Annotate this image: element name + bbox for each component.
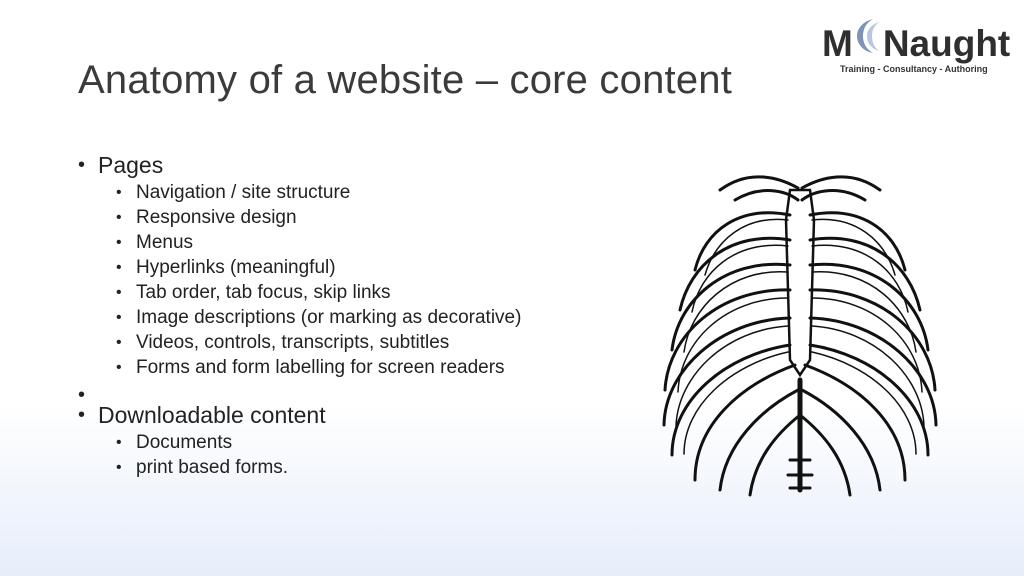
list-item: Image descriptions (or marking as decora… [98,305,636,330]
logo-prefix: M [822,23,853,64]
section-spacer [76,380,636,410]
crescent-moon-icon [853,16,883,56]
section-heading: Pages [98,152,164,178]
sub-list: Documents print based forms. [98,430,636,480]
section-heading: Downloadable content [98,402,326,428]
list-item: print based forms. [98,455,636,480]
section-list: Pages Navigation / site structure Respon… [76,150,636,480]
mcnaught-logo: M Naught Training - Consultancy - Author… [822,14,1012,78]
logo-suffix: Naught [882,23,1011,64]
logo-wordmark: M Naught [822,16,1010,65]
list-item: Navigation / site structure [98,180,636,205]
list-item: Responsive design [98,205,636,230]
logo-tagline: Training - Consultancy - Authoring [840,64,988,74]
sub-list: Navigation / site structure Responsive d… [98,180,636,380]
list-item: Forms and form labelling for screen read… [98,355,636,380]
list-item: Videos, controls, transcripts, subtitles [98,330,636,355]
list-item: Documents [98,430,636,455]
list-item: Menus [98,230,636,255]
ribcage-illustration [662,175,938,497]
bullet-content: Pages Navigation / site structure Respon… [76,150,636,480]
list-item: Tab order, tab focus, skip links [98,280,636,305]
list-item: Hyperlinks (meaningful) [98,255,636,280]
section-pages: Pages Navigation / site structure Respon… [76,150,636,380]
section-downloadable: Downloadable content Documents print bas… [76,400,636,480]
slide-title: Anatomy of a website – core content [78,58,733,102]
